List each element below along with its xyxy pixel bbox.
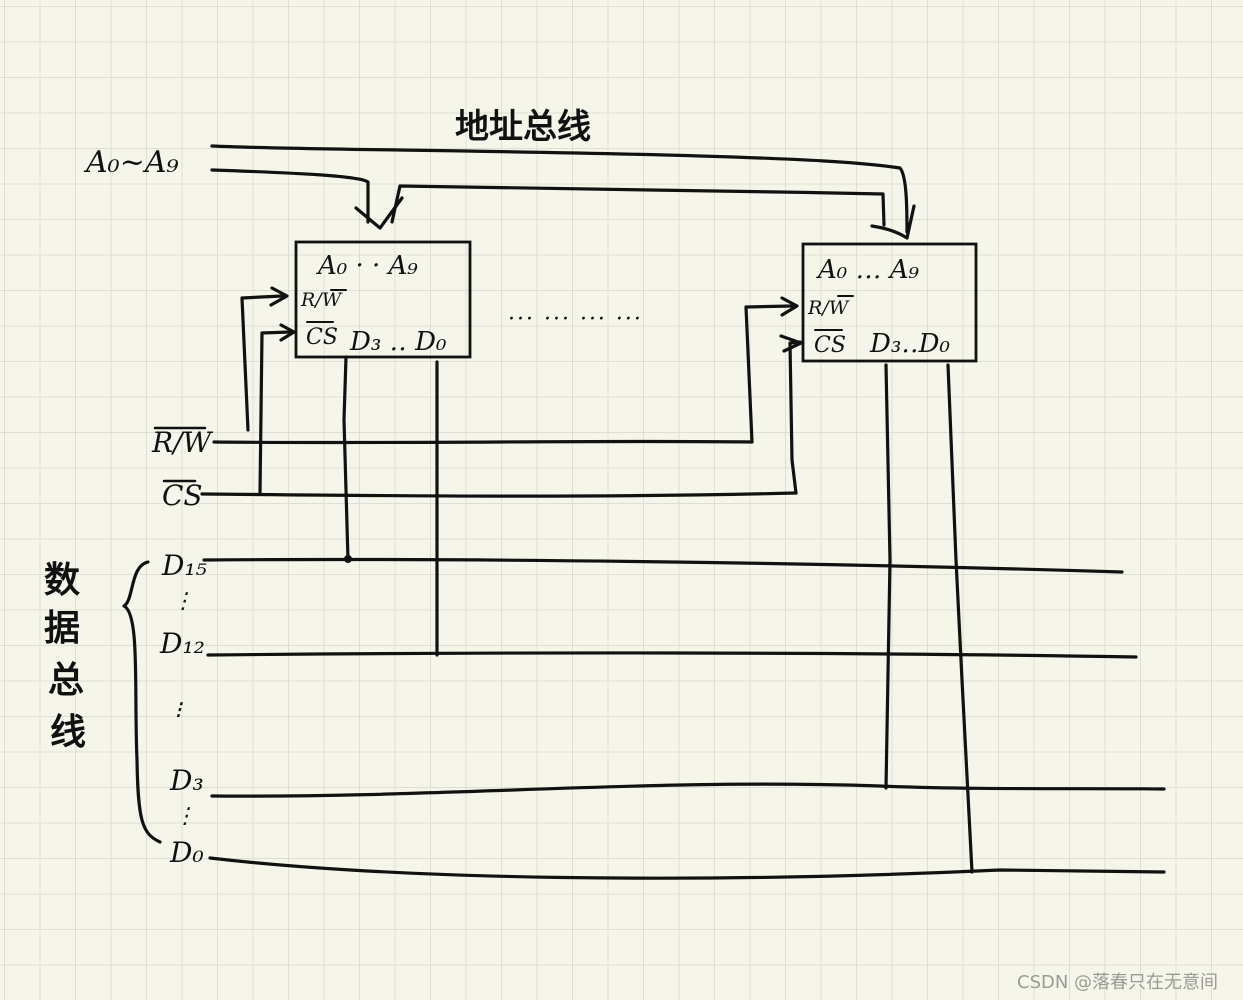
data-bus-title-char-1: 数: [44, 560, 80, 601]
memory-chip-1: A₀ · · A₉ R/W CS D₃ ‥ D₀: [294, 240, 472, 359]
data-line-label-d15: D₁₅: [161, 549, 207, 582]
cs-to-chip1-arrow-icon: [279, 323, 296, 342]
chip1-cs-pin: CS: [306, 325, 338, 350]
chips-ellipsis: ··· ··· ··· ···: [508, 307, 643, 332]
rw-to-chip1-arrow-icon: [269, 286, 289, 307]
chip2-data-pins: D₃‥D₀: [869, 329, 950, 359]
chip1-rw-pin: R/W: [300, 289, 343, 311]
data-bus-title-char-2: 据: [44, 608, 80, 649]
chip1-data-pins: D₃ ‥ D₀: [349, 327, 447, 357]
chip2-d0-to-d0: [946, 363, 974, 874]
chip1-address-pins: A₀ · · A₉: [316, 251, 418, 281]
address-bus-range-label: A₀~A₉: [83, 145, 179, 180]
data-line-label-d3: D₃: [169, 764, 204, 797]
chip1-d3-to-d15: [342, 355, 350, 562]
data-line-d0: [208, 856, 1166, 880]
data-line-label-gap-1: ⋮: [172, 589, 194, 614]
rw-signal-label: R/W: [151, 426, 214, 459]
chip1-d15-junction: [344, 555, 352, 563]
data-line-d15: [202, 557, 1124, 574]
data-bus: 数 据 总 线 D₁₅ ⋮ D₁₂ ⁝ D₃ ⋮ D₀: [44, 355, 1166, 880]
chip1-body: [294, 240, 472, 359]
address-bus-title: 地址总线: [455, 107, 591, 147]
cs-signal-label: CS: [162, 479, 203, 512]
cs-to-chip2: [788, 340, 802, 495]
address-bus-upper-line: [210, 144, 909, 234]
chip2-d3-to-d3: [884, 363, 892, 790]
data-bus-brace: [122, 560, 162, 844]
memory-chip-2: A₀ … A₉ R/W CS D₃‥D₀: [801, 242, 978, 363]
data-line-label-gap-3: ⋮: [174, 804, 196, 829]
data-line-d3: [210, 782, 1166, 798]
data-bus-title-char-3: 总: [48, 660, 84, 701]
data-line-d12: [206, 651, 1138, 659]
cs-line: [200, 491, 798, 498]
chip2-address-pins: A₀ … A₉: [816, 255, 920, 285]
data-bus-title-char-4: 线: [50, 712, 86, 753]
chip2-cs-pin: CS: [814, 333, 846, 358]
chip2-body: [801, 242, 978, 363]
cs-to-chip1: [258, 330, 292, 496]
rw-line: [212, 439, 754, 445]
cs-to-chip2-arrow-icon: [779, 334, 803, 353]
watermark: CSDN @落春只在无意间: [1017, 972, 1218, 993]
address-bus: 地址总线 A₀~A₉: [83, 107, 916, 240]
chip2-rw-pin: R/W: [807, 297, 850, 319]
rw-to-chip1: [240, 294, 284, 432]
address-bus-lower-line: [210, 168, 886, 227]
chip1-address-arrow-icon: [354, 196, 404, 230]
rw-to-chip2: [744, 304, 794, 444]
data-line-label-d12: D₁₂: [159, 627, 205, 660]
control-signals: R/W CS: [151, 286, 803, 512]
rw-to-chip2-arrow-icon: [780, 296, 799, 317]
data-line-label-gap-2: ⁝: [174, 696, 183, 724]
chip2-address-arrow-icon: [870, 204, 916, 240]
data-line-label-d0: D₀: [169, 836, 204, 869]
